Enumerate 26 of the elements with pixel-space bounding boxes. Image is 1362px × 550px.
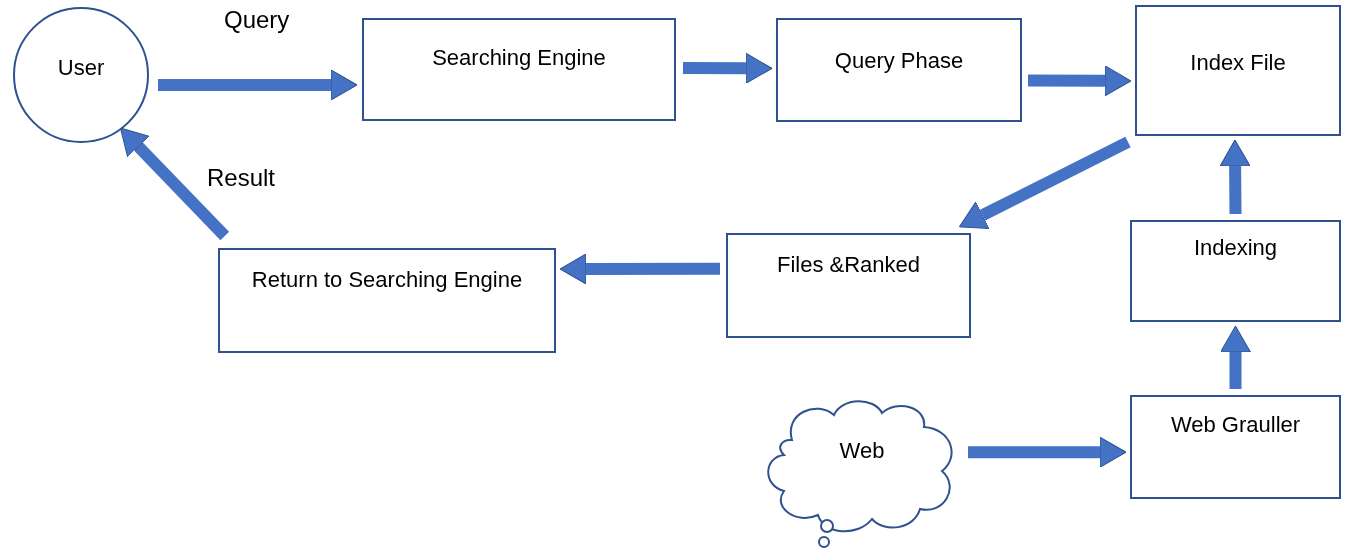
process-box <box>362 18 676 121</box>
node-label: User <box>56 54 106 82</box>
process-box <box>726 233 971 338</box>
node-label: Web Grauller <box>1169 411 1302 439</box>
block-arrow <box>559 253 721 285</box>
node-label: Files &Ranked <box>775 251 922 279</box>
node-label: Index File <box>1189 49 1287 77</box>
block-arrow <box>968 436 1127 468</box>
block-arrow <box>119 127 230 241</box>
block-arrow <box>682 52 773 84</box>
block-arrow <box>958 136 1131 230</box>
process-box <box>776 18 1022 122</box>
process-box <box>1135 5 1341 136</box>
node-label: Return to Searching Engine <box>250 266 524 294</box>
process-box <box>1130 395 1341 499</box>
process-box <box>218 248 556 353</box>
node-label: Web <box>838 437 886 465</box>
block-arrow <box>1219 139 1251 215</box>
block-arrow <box>1220 325 1251 389</box>
user-circle <box>13 7 149 143</box>
process-box <box>1130 220 1341 322</box>
node-label: Indexing <box>1192 234 1279 262</box>
node-label: Searching Engine <box>431 44 607 72</box>
block-arrow <box>158 69 358 101</box>
block-arrow <box>1027 65 1132 97</box>
node-label: Query Phase <box>833 47 965 75</box>
